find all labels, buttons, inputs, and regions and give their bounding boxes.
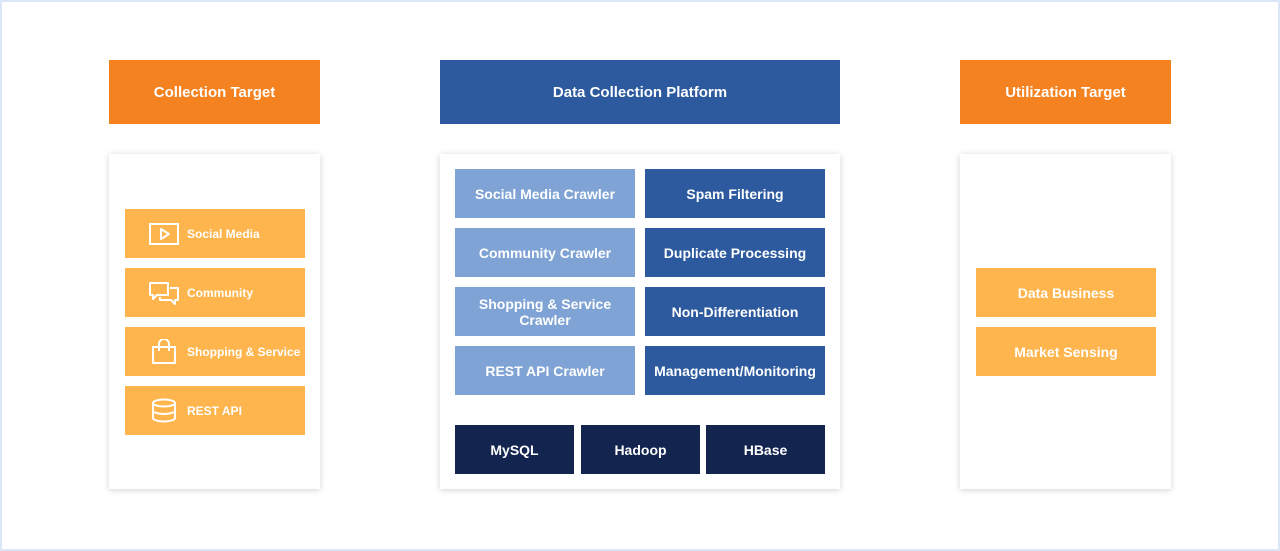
utilization-target-header: Utilization Target (960, 60, 1171, 124)
collection-item-community: Community (125, 268, 305, 317)
storage-label: HBase (743, 441, 788, 458)
collection-item-label: Shopping & Service (187, 344, 301, 359)
collection-item-social-media: Social Media (125, 209, 305, 258)
collection-item-rest-api: REST API (125, 386, 305, 435)
process-non-differentiation: Non-Differentiation (645, 287, 825, 336)
utilization-item-label: Data Business (1017, 284, 1115, 301)
crawler-label: REST API Crawler (485, 362, 605, 379)
utilization-item-market-sensing: Market Sensing (976, 327, 1156, 376)
crawler-rest-api: REST API Crawler (455, 346, 635, 395)
storage-mysql: MySQL (455, 425, 574, 474)
process-label: Non-Differentiation (671, 303, 799, 320)
crawler-social-media: Social Media Crawler (455, 169, 635, 218)
play-screen-icon (145, 219, 183, 249)
process-label: Spam Filtering (686, 185, 784, 202)
crawler-community: Community Crawler (455, 228, 635, 277)
shopping-bag-icon (145, 337, 183, 367)
storage-label: Hadoop (614, 441, 667, 458)
storage-hbase: HBase (706, 425, 825, 474)
chat-bubbles-icon (145, 278, 183, 308)
storage-label: MySQL (490, 441, 539, 458)
data-collection-platform-title: Data Collection Platform (552, 83, 728, 101)
crawler-shopping-service: Shopping & Service Crawler (455, 287, 635, 336)
collection-item-shopping-service: Shopping & Service (125, 327, 305, 376)
utilization-target-title: Utilization Target (1005, 83, 1126, 101)
collection-target-header: Collection Target (109, 60, 320, 124)
collection-item-label: REST API (187, 403, 242, 418)
collection-item-label: Social Media (187, 226, 260, 241)
collection-item-label: Community (187, 285, 253, 300)
utilization-item-label: Market Sensing (1014, 343, 1118, 360)
process-label: Management/Monitoring (654, 362, 816, 379)
collection-target-panel (109, 154, 320, 489)
crawler-label: Community Crawler (478, 244, 612, 261)
crawler-label: Social Media Crawler (474, 185, 616, 202)
storage-hadoop: Hadoop (581, 425, 700, 474)
database-icon (145, 396, 183, 426)
process-duplicate-processing: Duplicate Processing (645, 228, 825, 277)
process-management-monitoring: Management/Monitoring (645, 346, 825, 395)
utilization-item-data-business: Data Business (976, 268, 1156, 317)
process-spam-filtering: Spam Filtering (645, 169, 825, 218)
utilization-target-panel (960, 154, 1171, 489)
collection-target-title: Collection Target (153, 83, 276, 101)
process-label: Duplicate Processing (663, 244, 807, 261)
crawler-label: Shopping & Service Crawler (478, 295, 612, 328)
data-collection-platform-header: Data Collection Platform (440, 60, 840, 124)
